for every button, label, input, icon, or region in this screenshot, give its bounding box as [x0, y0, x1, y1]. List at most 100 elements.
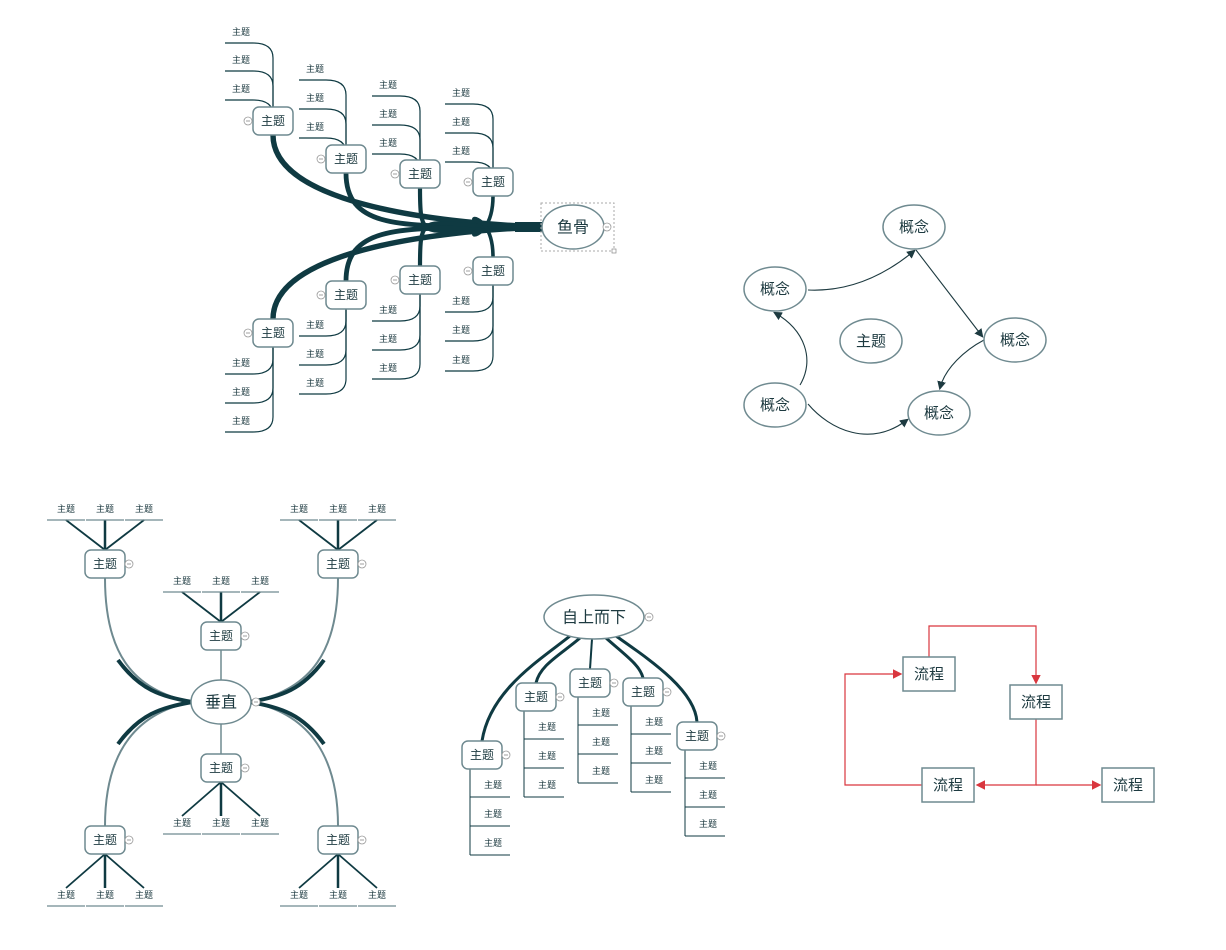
- subtopic-label[interactable]: 主题: [379, 108, 397, 120]
- collapse-toggle[interactable]: [390, 275, 400, 285]
- collapse-toggle[interactable]: [602, 222, 612, 232]
- subtopic-label[interactable]: 主题: [592, 736, 610, 748]
- concept-node[interactable]: 概念: [907, 390, 971, 436]
- subtopic-label[interactable]: 主题: [452, 145, 470, 157]
- subtopic-label[interactable]: 主题: [135, 889, 153, 901]
- subtopic-label[interactable]: 主题: [368, 503, 386, 515]
- topic-node[interactable]: 主题: [200, 753, 242, 783]
- subtopic-label[interactable]: 主题: [452, 354, 470, 366]
- collapse-toggle[interactable]: [124, 835, 134, 845]
- subtopic-label[interactable]: 主题: [484, 779, 502, 791]
- concept-map-topic[interactable]: 主题: [839, 318, 903, 364]
- subtopic-label[interactable]: 主题: [135, 503, 153, 515]
- subtopic-label[interactable]: 主题: [379, 304, 397, 316]
- subtopic-label[interactable]: 主题: [592, 765, 610, 777]
- subtopic-label[interactable]: 主题: [379, 362, 397, 374]
- collapse-toggle[interactable]: [243, 116, 253, 126]
- collapse-toggle[interactable]: [716, 731, 726, 741]
- subtopic-label[interactable]: 主题: [329, 503, 347, 515]
- subtopic-label[interactable]: 主题: [173, 575, 191, 587]
- collapse-toggle[interactable]: [501, 750, 511, 760]
- top-down-central-topic[interactable]: 自上而下: [543, 594, 645, 640]
- subtopic-label[interactable]: 主题: [96, 503, 114, 515]
- subtopic-label[interactable]: 主题: [306, 121, 324, 133]
- subtopic-label[interactable]: 主题: [57, 503, 75, 515]
- topic-node[interactable]: 主题: [569, 668, 611, 698]
- subtopic-label[interactable]: 主题: [592, 707, 610, 719]
- subtopic-label[interactable]: 主题: [212, 575, 230, 587]
- flow-step[interactable]: 流程: [1009, 684, 1063, 720]
- subtopic-label[interactable]: 主题: [379, 137, 397, 149]
- collapse-toggle[interactable]: [555, 692, 565, 702]
- flow-step[interactable]: 流程: [902, 656, 956, 692]
- topic-node[interactable]: 主题: [461, 740, 503, 770]
- subtopic-label[interactable]: 主题: [699, 760, 717, 772]
- concept-node[interactable]: 概念: [983, 317, 1047, 363]
- subtopic-label[interactable]: 主题: [645, 716, 663, 728]
- subtopic-label[interactable]: 主题: [306, 92, 324, 104]
- subtopic-label[interactable]: 主题: [379, 333, 397, 345]
- subtopic-label[interactable]: 主题: [232, 386, 250, 398]
- subtopic-label[interactable]: 主题: [329, 889, 347, 901]
- topic-node[interactable]: 主题: [399, 265, 441, 295]
- subtopic-label[interactable]: 主题: [452, 87, 470, 99]
- subtopic-label[interactable]: 主题: [538, 779, 556, 791]
- topic-node[interactable]: 主题: [325, 280, 367, 310]
- topic-node[interactable]: 主题: [472, 167, 514, 197]
- subtopic-label[interactable]: 主题: [484, 837, 502, 849]
- collapse-toggle[interactable]: [390, 169, 400, 179]
- subtopic-label[interactable]: 主题: [232, 83, 250, 95]
- subtopic-label[interactable]: 主题: [232, 26, 250, 38]
- subtopic-label[interactable]: 主题: [699, 818, 717, 830]
- collapse-toggle[interactable]: [463, 177, 473, 187]
- topic-node[interactable]: 主题: [515, 682, 557, 712]
- flow-step[interactable]: 流程: [921, 767, 975, 803]
- subtopic-label[interactable]: 主题: [290, 889, 308, 901]
- topic-node[interactable]: 主题: [325, 144, 367, 174]
- subtopic-label[interactable]: 主题: [306, 63, 324, 75]
- subtopic-label[interactable]: 主题: [96, 889, 114, 901]
- collapse-toggle[interactable]: [316, 290, 326, 300]
- subtopic-label[interactable]: 主题: [306, 348, 324, 360]
- topic-node[interactable]: 主题: [622, 677, 664, 707]
- subtopic-label[interactable]: 主题: [290, 503, 308, 515]
- subtopic-label[interactable]: 主题: [251, 575, 269, 587]
- topic-node[interactable]: 主题: [84, 825, 126, 855]
- subtopic-label[interactable]: 主题: [699, 789, 717, 801]
- collapse-toggle[interactable]: [240, 763, 250, 773]
- resize-handle[interactable]: [611, 248, 617, 254]
- subtopic-label[interactable]: 主题: [57, 889, 75, 901]
- topic-node[interactable]: 主题: [252, 318, 294, 348]
- concept-node[interactable]: 概念: [743, 382, 807, 428]
- subtopic-label[interactable]: 主题: [484, 808, 502, 820]
- fishbone-central-topic[interactable]: 鱼骨: [541, 204, 605, 250]
- subtopic-label[interactable]: 主题: [212, 817, 230, 829]
- topic-node[interactable]: 主题: [200, 621, 242, 651]
- concept-node[interactable]: 概念: [882, 204, 946, 250]
- topic-node[interactable]: 主题: [317, 549, 359, 579]
- collapse-toggle[interactable]: [316, 154, 326, 164]
- subtopic-label[interactable]: 主题: [538, 750, 556, 762]
- subtopic-label[interactable]: 主题: [452, 295, 470, 307]
- subtopic-label[interactable]: 主题: [379, 79, 397, 91]
- subtopic-label[interactable]: 主题: [538, 721, 556, 733]
- topic-node[interactable]: 主题: [84, 549, 126, 579]
- collapse-toggle[interactable]: [463, 266, 473, 276]
- subtopic-label[interactable]: 主题: [232, 415, 250, 427]
- collapse-toggle[interactable]: [609, 678, 619, 688]
- subtopic-label[interactable]: 主题: [306, 319, 324, 331]
- topic-node[interactable]: 主题: [317, 825, 359, 855]
- collapse-toggle[interactable]: [662, 687, 672, 697]
- topic-node[interactable]: 主题: [676, 721, 718, 751]
- collapse-toggle[interactable]: [357, 835, 367, 845]
- concept-node[interactable]: 概念: [743, 266, 807, 312]
- subtopic-label[interactable]: 主题: [251, 817, 269, 829]
- subtopic-label[interactable]: 主题: [368, 889, 386, 901]
- subtopic-label[interactable]: 主题: [452, 116, 470, 128]
- subtopic-label[interactable]: 主题: [232, 357, 250, 369]
- vertical-central-topic[interactable]: 垂直: [190, 679, 252, 725]
- collapse-toggle[interactable]: [644, 612, 654, 622]
- subtopic-label[interactable]: 主题: [306, 377, 324, 389]
- collapse-toggle[interactable]: [124, 559, 134, 569]
- subtopic-label[interactable]: 主题: [173, 817, 191, 829]
